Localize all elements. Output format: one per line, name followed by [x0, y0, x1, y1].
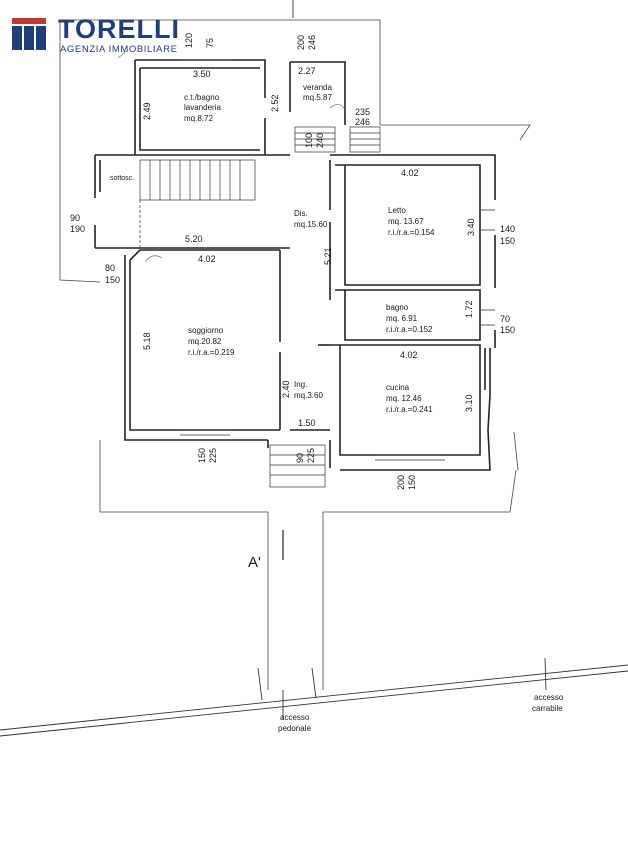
dim-90-bottom: 90 — [295, 453, 305, 463]
dim-225-bottom-2: 225 — [306, 448, 316, 463]
dim-240: 240 — [315, 133, 325, 148]
room-soggiorno-area: mq.20.82 — [188, 337, 222, 346]
dim-140: 140 — [500, 224, 515, 234]
dim-150-right-1: 150 — [500, 236, 515, 246]
accesso-pedonale-line2: pedonale — [278, 724, 311, 733]
dim-340: 3.40 — [466, 218, 476, 236]
room-disimpegno-area: mq.15.60 — [294, 220, 328, 229]
room-labels: c.t./bagno lavanderia mq.8.72 veranda mq… — [110, 83, 435, 414]
ground-lines — [0, 0, 628, 737]
room-letto-area: mq. 13.67 — [388, 217, 424, 226]
dim-521: 5.21 — [323, 247, 333, 265]
room-soggiorno-ratio: r.i./r.a.=0.219 — [188, 348, 235, 357]
agency-logo: TORELLI AGENZIA IMMOBILIARE — [8, 14, 181, 56]
room-cucina-area: mq. 12.46 — [386, 394, 422, 403]
dim-350: 3.50 — [193, 69, 211, 79]
dim-90: 90 — [70, 213, 80, 223]
room-ct-bagno-name: c.t./bagno — [184, 93, 220, 102]
site-labels: A' accesso pedonale accesso carrabile — [248, 554, 564, 733]
dim-70: 70 — [500, 314, 510, 324]
dim-249: 2.49 — [142, 102, 152, 120]
room-letto-ratio: r.i./r.a.=0.154 — [388, 228, 435, 237]
stairs — [139, 126, 381, 488]
dim-150-left: 150 — [105, 275, 120, 285]
dim-402-cucina: 4.02 — [400, 350, 418, 360]
room-ct-bagno-name2: lavanderia — [184, 103, 221, 112]
dim-240-ingresso: 2.40 — [281, 380, 291, 398]
accesso-pedonale-line1: accesso — [280, 713, 310, 722]
room-bagno-area: mq. 6.91 — [386, 314, 418, 323]
room-veranda-name: veranda — [303, 83, 332, 92]
accesso-carrabile-line1: accesso — [534, 693, 564, 702]
room-soggiorno-name: soggiorno — [188, 326, 224, 335]
dim-252: 2.52 — [270, 94, 280, 112]
room-ct-bagno-area: mq.8.72 — [184, 114, 213, 123]
dim-190: 190 — [70, 224, 85, 234]
dim-235: 235 — [355, 107, 370, 117]
dim-75: 75 — [205, 38, 215, 48]
dim-150-bottom-2: 150 — [407, 475, 417, 490]
dim-520: 5.20 — [185, 234, 203, 244]
room-cucina-ratio: r.i./r.a.=0.241 — [386, 405, 433, 414]
dim-246-right: 246 — [355, 117, 370, 127]
accesso-carrabile-line2: carrabile — [532, 704, 563, 713]
dim-518: 5.18 — [142, 332, 152, 350]
room-cucina-name: cucina — [386, 383, 410, 392]
room-bagno-name: bagno — [386, 303, 409, 312]
dim-150-bottom: 150 — [197, 448, 207, 463]
dim-246-top: 246 — [307, 35, 317, 50]
dim-200-top: 200 — [296, 35, 306, 50]
torelli-logo-icon — [12, 18, 46, 50]
dim-200-bottom: 200 — [396, 475, 406, 490]
agency-name: TORELLI — [58, 14, 181, 44]
dim-100: 100 — [304, 133, 314, 148]
dim-227: 2.27 — [298, 66, 316, 76]
room-ingresso-name: Ing. — [294, 380, 307, 389]
room-sottoscala-name: sottosc. — [110, 175, 134, 182]
section-marker-a-prime: A' — [248, 554, 261, 571]
dim-225-bottom: 225 — [208, 448, 218, 463]
dimension-labels: 120 75 200 246 3.50 2.27 2.49 2.52 235 2… — [70, 33, 515, 490]
dim-150-ingresso: 1.50 — [298, 418, 316, 428]
room-veranda-area: mq.5.87 — [303, 93, 332, 102]
dim-80: 80 — [105, 263, 115, 273]
dim-310: 3.10 — [464, 394, 474, 412]
outer-boundary — [59, 19, 531, 690]
room-disimpegno-name: Dis. — [294, 209, 308, 218]
dim-150-right-2: 150 — [500, 325, 515, 335]
dim-120: 120 — [184, 33, 194, 48]
room-ingresso-area: mq.3.60 — [294, 391, 323, 400]
windows — [180, 59, 495, 461]
dim-402-soggiorno: 4.02 — [198, 254, 216, 264]
building-walls — [94, 59, 496, 471]
door-swings — [117, 49, 346, 263]
dim-172: 1.72 — [464, 300, 474, 318]
room-letto-name: Letto — [388, 206, 406, 215]
dim-402-letto: 4.02 — [401, 168, 419, 178]
agency-tagline: AGENZIA IMMOBILIARE — [60, 44, 178, 55]
room-bagno-ratio: r.i./r.a.=0.152 — [386, 325, 433, 334]
